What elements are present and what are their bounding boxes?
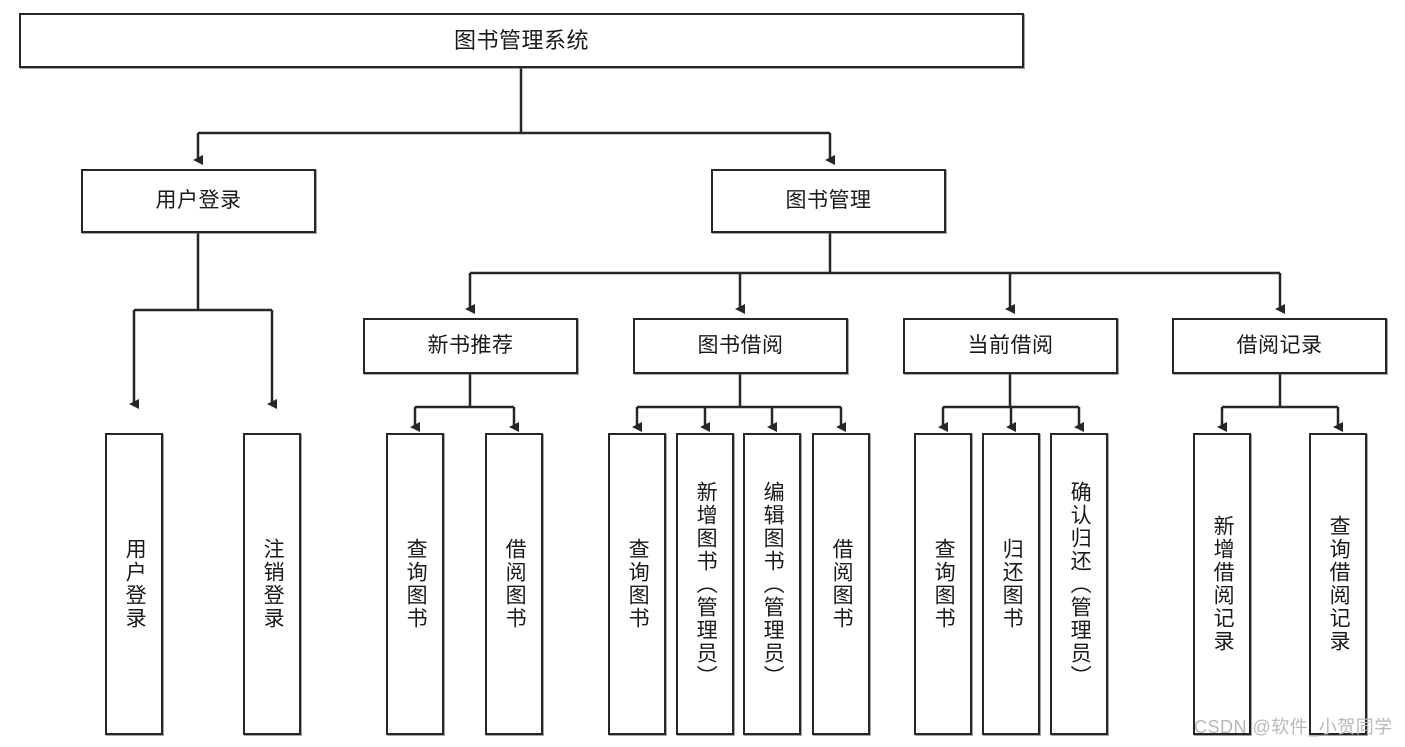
node-label: 确认归还（管理员） xyxy=(1068,480,1092,688)
node-label: 用户登录 xyxy=(123,538,147,630)
node-user-login[interactable]: 用户登录 xyxy=(81,169,316,233)
node-root-system[interactable]: 图书管理系统 xyxy=(19,13,1024,68)
leaf-add-borrow-record[interactable]: 新增借阅记录 xyxy=(1193,433,1251,735)
node-label: 查询图书 xyxy=(404,538,428,630)
node-label: 借阅记录 xyxy=(1236,333,1323,357)
node-label: 借阅图书 xyxy=(503,538,527,630)
node-label: 借阅图书 xyxy=(830,538,854,630)
leaf-edit-book-admin[interactable]: 编辑图书（管理员） xyxy=(743,433,801,735)
node-current-borrow[interactable]: 当前借阅 xyxy=(903,318,1118,374)
node-new-book-recommend[interactable]: 新书推荐 xyxy=(363,318,578,374)
node-book-borrow[interactable]: 图书借阅 xyxy=(633,318,848,374)
node-label: 新增借阅记录 xyxy=(1211,515,1235,653)
leaf-return-book[interactable]: 归还图书 xyxy=(982,433,1040,735)
leaf-add-book-admin[interactable]: 新增图书（管理员） xyxy=(676,433,734,735)
leaf-borrow-book[interactable]: 借阅图书 xyxy=(812,433,870,735)
leaf-new-book-borrow[interactable]: 借阅图书 xyxy=(485,433,543,735)
node-label: 当前借阅 xyxy=(967,333,1054,357)
leaf-current-query-book[interactable]: 查询图书 xyxy=(914,433,972,735)
node-label: 新书推荐 xyxy=(427,333,514,357)
node-label: 查询图书 xyxy=(626,538,650,630)
node-label: 查询图书 xyxy=(932,538,956,630)
leaf-borrow-query-book[interactable]: 查询图书 xyxy=(608,433,666,735)
node-label: 编辑图书（管理员） xyxy=(761,480,785,688)
node-label: 注销登录 xyxy=(261,538,285,630)
node-label: 图书管理 xyxy=(785,188,872,212)
node-book-management[interactable]: 图书管理 xyxy=(711,169,946,233)
leaf-user-login[interactable]: 用户登录 xyxy=(105,433,163,735)
node-label: 用户登录 xyxy=(155,188,242,212)
node-borrow-record[interactable]: 借阅记录 xyxy=(1172,318,1387,374)
node-label: 查询借阅记录 xyxy=(1327,515,1351,653)
node-label: 归还图书 xyxy=(1000,538,1024,630)
leaf-user-logout[interactable]: 注销登录 xyxy=(243,433,301,735)
node-label: 新增图书（管理员） xyxy=(694,480,718,688)
leaf-new-book-query[interactable]: 查询图书 xyxy=(386,433,444,735)
node-label: 图书借阅 xyxy=(697,333,784,357)
leaf-query-borrow-record[interactable]: 查询借阅记录 xyxy=(1309,433,1367,735)
leaf-confirm-return-admin[interactable]: 确认归还（管理员） xyxy=(1050,433,1108,735)
node-label: 图书管理系统 xyxy=(453,27,589,53)
